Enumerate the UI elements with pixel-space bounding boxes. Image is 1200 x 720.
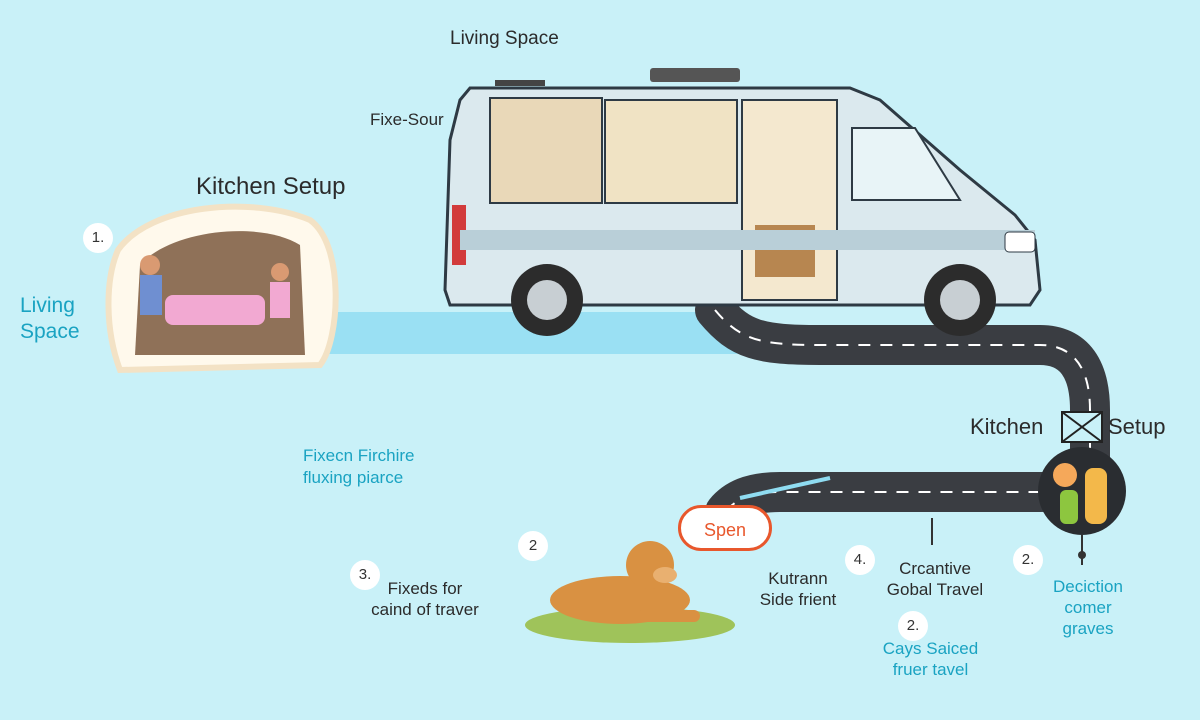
kitchen-setup-left-label: Kitchen Setup (196, 173, 346, 200)
step-number-1: 1. (83, 223, 113, 253)
speech-bubble: Spen (678, 505, 772, 551)
fixecn-line1: Fixecn Firchire (303, 446, 415, 465)
caption-line: Cays Saiced (882, 639, 979, 658)
road-marker-box (1061, 411, 1103, 443)
dog (525, 541, 735, 643)
kitchen-right-label-a: Kitchen (970, 414, 1044, 439)
top-living-space-label: Living Space (450, 28, 559, 49)
step-number-2-bottom: 2. (898, 611, 928, 641)
living-space-vignette (105, 203, 339, 374)
fixecn-line2: fluxing piarce (303, 468, 404, 487)
caption-line: Gobal Travel (886, 580, 984, 599)
caption-line: Deciction (1053, 577, 1123, 596)
fixe-sour-label: Fixe-Sour (370, 110, 444, 129)
caption-line: Crcantive (899, 559, 971, 578)
caption-kutrann: Kutrann Side frient (746, 568, 850, 610)
step-number-4: 4. (845, 545, 875, 575)
step-number-2-dog: 2 (518, 531, 548, 561)
step-number-3: 3. (350, 560, 380, 590)
left-living-label: Living (20, 294, 75, 317)
produce-badge (1038, 447, 1126, 535)
caption-fixeds: Fixeds for caind of traver (365, 578, 485, 620)
caption-line: caind of traver (371, 600, 479, 619)
light-path (320, 312, 740, 354)
caption-cays: Cays Saiced fruer tavel (878, 638, 983, 680)
left-space-label: Space (20, 320, 80, 343)
caption-deciction: Deciction comer graves (1038, 576, 1138, 639)
caption-line: Kutrann (768, 569, 828, 588)
caption-line: Side frient (759, 590, 837, 609)
caption-line: comer graves (1062, 598, 1114, 638)
camper-van (443, 68, 1042, 336)
caption-line: fruer tavel (892, 660, 969, 679)
step-number-2-right: 2. (1013, 545, 1043, 575)
caption-crcantive: Crcantive Gobal Travel (880, 558, 990, 600)
caption-line: Fixeds for (387, 579, 463, 598)
road (695, 290, 1110, 532)
kitchen-right-label-b: Setup (1108, 414, 1166, 439)
